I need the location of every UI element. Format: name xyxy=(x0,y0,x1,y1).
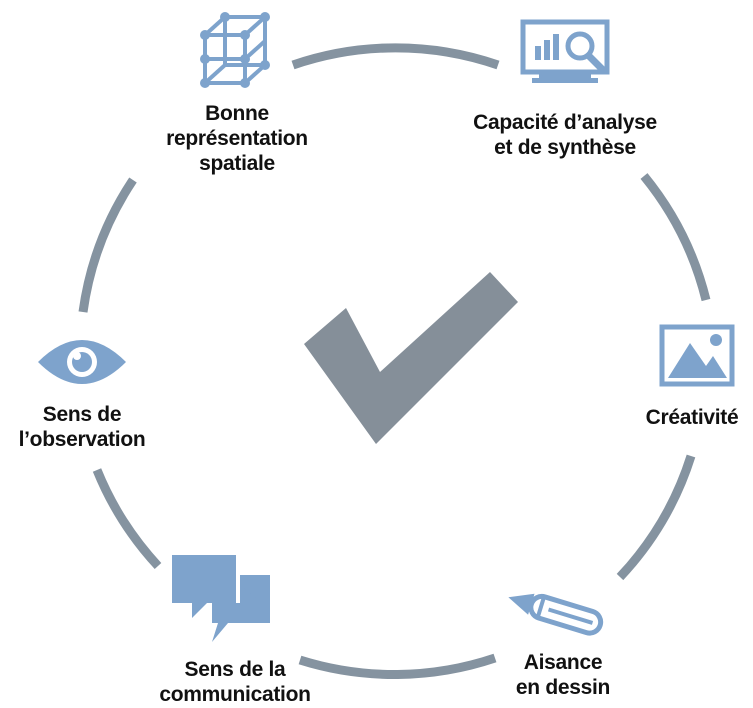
label-observation-line-2: l’observation xyxy=(18,428,146,451)
eye-icon xyxy=(38,340,126,384)
label-creativity-line-1: Créativité xyxy=(645,406,739,429)
ring-arc-lower-left xyxy=(92,468,162,570)
pencil-icon xyxy=(508,593,604,636)
ring-arc-bottom xyxy=(298,653,497,679)
cycle-ring xyxy=(78,43,711,679)
label-spatial-line-1: Bonne xyxy=(205,102,269,125)
picture-icon xyxy=(659,324,735,387)
label-spatial-line-3: spatiale xyxy=(199,152,275,175)
label-communication: Sens de la communication xyxy=(150,657,320,707)
label-observation: Sens de l’observation xyxy=(4,402,160,452)
checkmark-icon xyxy=(304,272,518,444)
label-communication-line-2: communication xyxy=(159,683,311,706)
speech-bubbles-icon xyxy=(172,555,270,642)
label-drawing: Aisance en dessin xyxy=(503,650,623,700)
monitor-chart-magnifier-icon xyxy=(520,19,610,83)
ring-arc-lower-right xyxy=(616,454,696,581)
label-spatial: Bonne représentation spatiale xyxy=(147,101,327,176)
label-analysis-line-2: et de synthèse xyxy=(494,136,636,159)
label-analysis-line-1: Capacité d’analyse xyxy=(473,111,657,134)
ring-arc-upper-left xyxy=(78,177,137,313)
cube-wireframe-icon xyxy=(200,12,270,88)
label-observation-line-1: Sens de xyxy=(42,403,122,426)
label-analysis: Capacité d’analyse et de synthèse xyxy=(450,110,680,160)
label-drawing-line-2: en dessin xyxy=(515,676,611,699)
label-drawing-line-1: Aisance xyxy=(523,651,603,674)
label-creativity: Créativité xyxy=(633,405,751,430)
ring-arc-upper-right xyxy=(640,173,711,302)
label-communication-line-1: Sens de la xyxy=(184,658,286,681)
ring-arc-top xyxy=(291,43,500,70)
label-spatial-line-2: représentation xyxy=(166,127,308,150)
